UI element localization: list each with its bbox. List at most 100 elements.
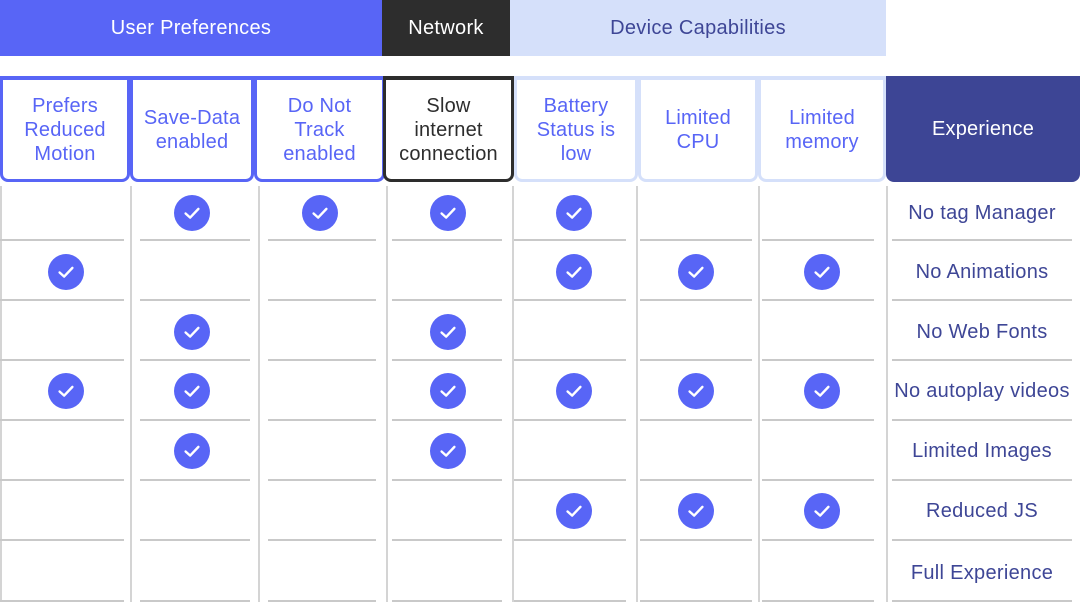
column-header-label: Battery Status is low <box>536 94 616 165</box>
column-header-limited-cpu: Limited CPU <box>638 76 758 182</box>
column-header-label: Save-Data enabled <box>143 106 241 153</box>
matrix-cell <box>640 546 752 602</box>
experience-label: Full Experience <box>910 562 1054 584</box>
matrix-cell <box>514 304 626 361</box>
check-circle-icon <box>174 313 210 350</box>
experience-cell <box>892 422 1072 481</box>
matrix-cell <box>762 422 874 481</box>
matrix-cell <box>514 244 626 301</box>
check-circle-icon <box>678 253 714 290</box>
experience-label: No tag Manager <box>908 201 1056 224</box>
matrix-cell <box>392 304 502 361</box>
column-header-limited-memory: Limited memory <box>758 76 886 182</box>
column-divider <box>130 186 132 602</box>
matrix-cell <box>0 244 124 301</box>
matrix-cell <box>762 482 874 541</box>
matrix-cell <box>268 186 376 241</box>
matrix-cell <box>640 186 752 241</box>
column-header-do-not-track: Do Not Track enabled <box>254 76 385 182</box>
check-circle-icon <box>430 194 466 231</box>
column-divider <box>758 186 760 602</box>
matrix-cell <box>0 482 124 541</box>
matrix-cell <box>0 422 124 481</box>
matrix-cell <box>268 422 376 481</box>
matrix-cell <box>514 482 626 541</box>
matrix-cell <box>392 244 502 301</box>
matrix-cell <box>392 546 502 602</box>
experience-cell <box>892 362 1072 421</box>
check-circle-icon <box>48 253 84 290</box>
matrix-cell <box>140 304 250 361</box>
group-network: Network <box>382 0 510 56</box>
check-circle-icon <box>556 372 592 409</box>
matrix-cell <box>640 362 752 421</box>
column-header-label: Prefers Reduced Motion <box>24 94 106 165</box>
experience-cell <box>892 546 1072 602</box>
experience-label: Limited Images <box>912 439 1052 462</box>
check-circle-icon <box>804 492 840 529</box>
check-circle-icon <box>174 194 210 231</box>
matrix-cell <box>140 546 250 602</box>
column-header-label: Do Not Track enabled <box>283 94 356 165</box>
check-circle-icon <box>678 372 714 409</box>
check-circle-icon <box>430 313 466 350</box>
matrix-cell <box>140 186 250 241</box>
matrix-cell <box>268 482 376 541</box>
experience-cell <box>892 482 1072 541</box>
check-circle-icon <box>430 432 466 469</box>
check-circle-icon <box>174 372 210 409</box>
check-circle-icon <box>174 432 210 469</box>
column-divider <box>886 186 888 602</box>
matrix-cell <box>268 304 376 361</box>
column-header-label: Limited CPU <box>665 106 731 153</box>
matrix-cell <box>514 186 626 241</box>
matrix-cell <box>640 304 752 361</box>
column-header-label: Limited memory <box>785 106 859 153</box>
group-label: User Preferences <box>110 16 272 39</box>
matrix-cell <box>140 244 250 301</box>
matrix-cell <box>0 362 124 421</box>
check-circle-icon <box>556 253 592 290</box>
matrix-cell <box>640 482 752 541</box>
matrix-cell <box>0 304 124 361</box>
experience-cell <box>892 244 1072 301</box>
matrix-cell <box>392 422 502 481</box>
matrix-cell <box>268 244 376 301</box>
matrix-cell <box>762 186 874 241</box>
check-circle-icon <box>804 372 840 409</box>
group-label: Device Capabilities <box>610 16 786 39</box>
column-header-experience: Experience <box>886 76 1080 182</box>
experience-cell <box>892 304 1072 361</box>
experience-label: Reduced JS <box>926 499 1038 522</box>
experience-label: No Web Fonts <box>916 320 1048 343</box>
matrix-cell <box>140 482 250 541</box>
column-header-battery-low: Battery Status is low <box>514 76 638 182</box>
matrix-cell <box>514 422 626 481</box>
matrix-cell <box>762 304 874 361</box>
check-circle-icon <box>556 492 592 529</box>
experience-cell <box>892 186 1072 241</box>
column-header-slow-connection: Slow internet connection <box>383 76 514 182</box>
column-divider <box>386 186 388 602</box>
matrix-cell <box>392 186 502 241</box>
check-circle-icon <box>678 492 714 529</box>
group-label: Network <box>408 16 484 39</box>
column-divider <box>258 186 260 602</box>
check-circle-icon <box>430 372 466 409</box>
column-divider <box>0 186 2 602</box>
matrix-cell <box>0 546 124 602</box>
matrix-cell <box>268 546 376 602</box>
check-circle-icon <box>48 372 84 409</box>
matrix-cell <box>762 546 874 602</box>
matrix-cell <box>640 244 752 301</box>
experience-label: No Animations <box>915 260 1049 283</box>
matrix-cell <box>140 422 250 481</box>
column-header-label: Slow internet connection <box>399 94 498 165</box>
matrix-cell <box>762 244 874 301</box>
column-header-prefers-reduced-motion: Prefers Reduced Motion <box>0 76 130 182</box>
matrix-cell <box>640 422 752 481</box>
matrix-cell <box>140 362 250 421</box>
experience-label: No autoplay videos <box>894 379 1070 402</box>
group-device-capabilities: Device Capabilities <box>510 0 886 56</box>
matrix-cell <box>0 186 124 241</box>
